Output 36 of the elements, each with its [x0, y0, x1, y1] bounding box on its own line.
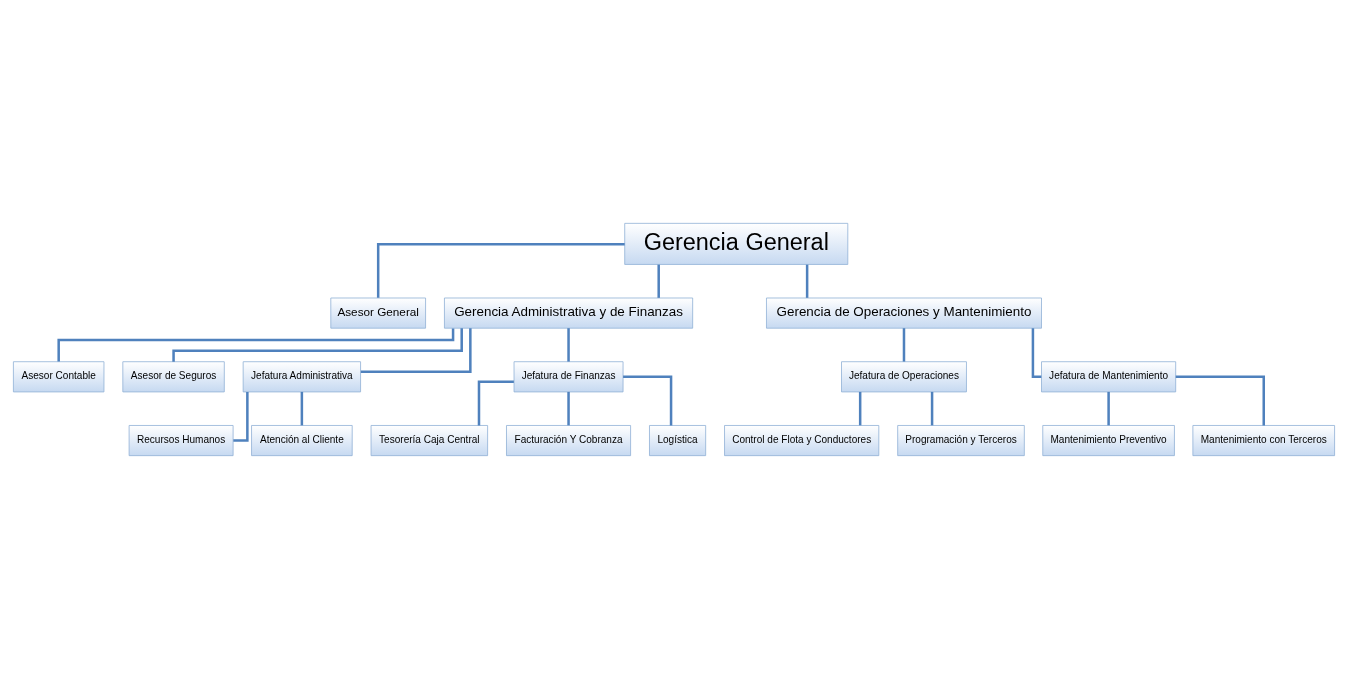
node-box: Atención al Cliente — [251, 425, 353, 457]
connector — [902, 328, 906, 362]
node-box: Asesor General — [330, 297, 426, 329]
node-box: Jefatura Administrativa — [242, 361, 361, 393]
node-box: Gerencia de Operaciones y Mantenimiento — [766, 297, 1042, 329]
node-box: Jefatura de Operaciones — [841, 361, 967, 393]
node-box: Recursos Humanos — [128, 425, 234, 457]
connector — [1107, 391, 1110, 426]
node-box: Jefatura de Finanzas — [513, 361, 624, 393]
connector — [567, 391, 570, 426]
connector — [376, 243, 625, 298]
node-box: Asesor de Seguros — [122, 361, 225, 393]
connector — [623, 375, 673, 426]
connector — [657, 264, 660, 298]
node-box: Gerencia Administrativa y de Finanzas — [444, 297, 694, 329]
node-box: Asesor Contable — [13, 361, 105, 393]
connector — [858, 391, 862, 426]
node-box: Logística — [649, 425, 707, 457]
connector — [1175, 375, 1265, 426]
connector — [477, 380, 514, 426]
node-box: Mantenimiento con Terceros — [1192, 425, 1335, 457]
node-box: Tesorería Caja Central — [370, 425, 489, 457]
node-box: Control de Flota y Conductores — [724, 425, 880, 457]
connector — [233, 391, 249, 442]
node-box: Facturación Y Cobranza — [506, 425, 631, 457]
connector — [172, 328, 463, 362]
connector — [805, 264, 809, 298]
connector — [1031, 328, 1042, 379]
connector — [930, 391, 934, 426]
node-box: Jefatura de Mantenimiento — [1041, 361, 1177, 393]
node-box: Mantenimiento Preventivo — [1042, 425, 1175, 457]
connector — [360, 328, 472, 374]
node-box: Gerencia General — [624, 222, 849, 265]
connector — [300, 391, 304, 426]
connector — [567, 328, 570, 362]
node-box: Programación y Terceros — [897, 425, 1025, 457]
